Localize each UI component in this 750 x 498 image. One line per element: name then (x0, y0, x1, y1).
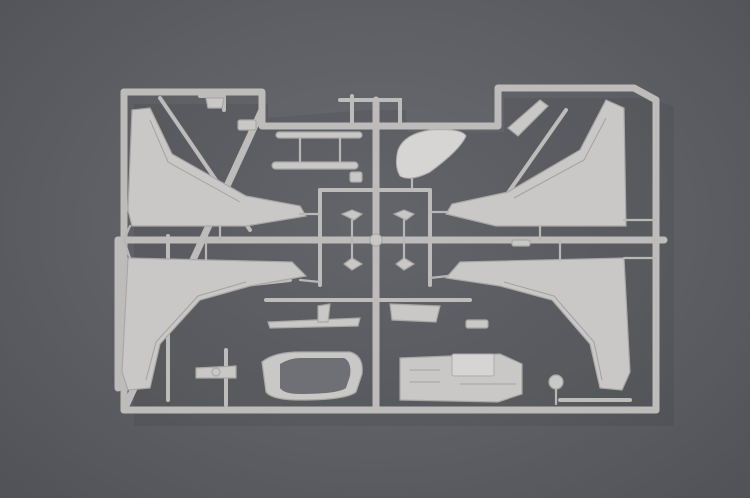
antenna-parts (507, 99, 549, 247)
missile-fins (340, 209, 416, 271)
right-upper-wing (428, 99, 658, 242)
nose-cone (395, 129, 467, 192)
canopy-frame (261, 351, 363, 401)
left-upper-wing (122, 107, 322, 242)
rod-parts (205, 97, 363, 183)
right-lower-wing (428, 238, 658, 391)
left-lower-wing (121, 238, 322, 391)
engine-component (399, 353, 564, 406)
landing-gear-struts (195, 303, 489, 379)
